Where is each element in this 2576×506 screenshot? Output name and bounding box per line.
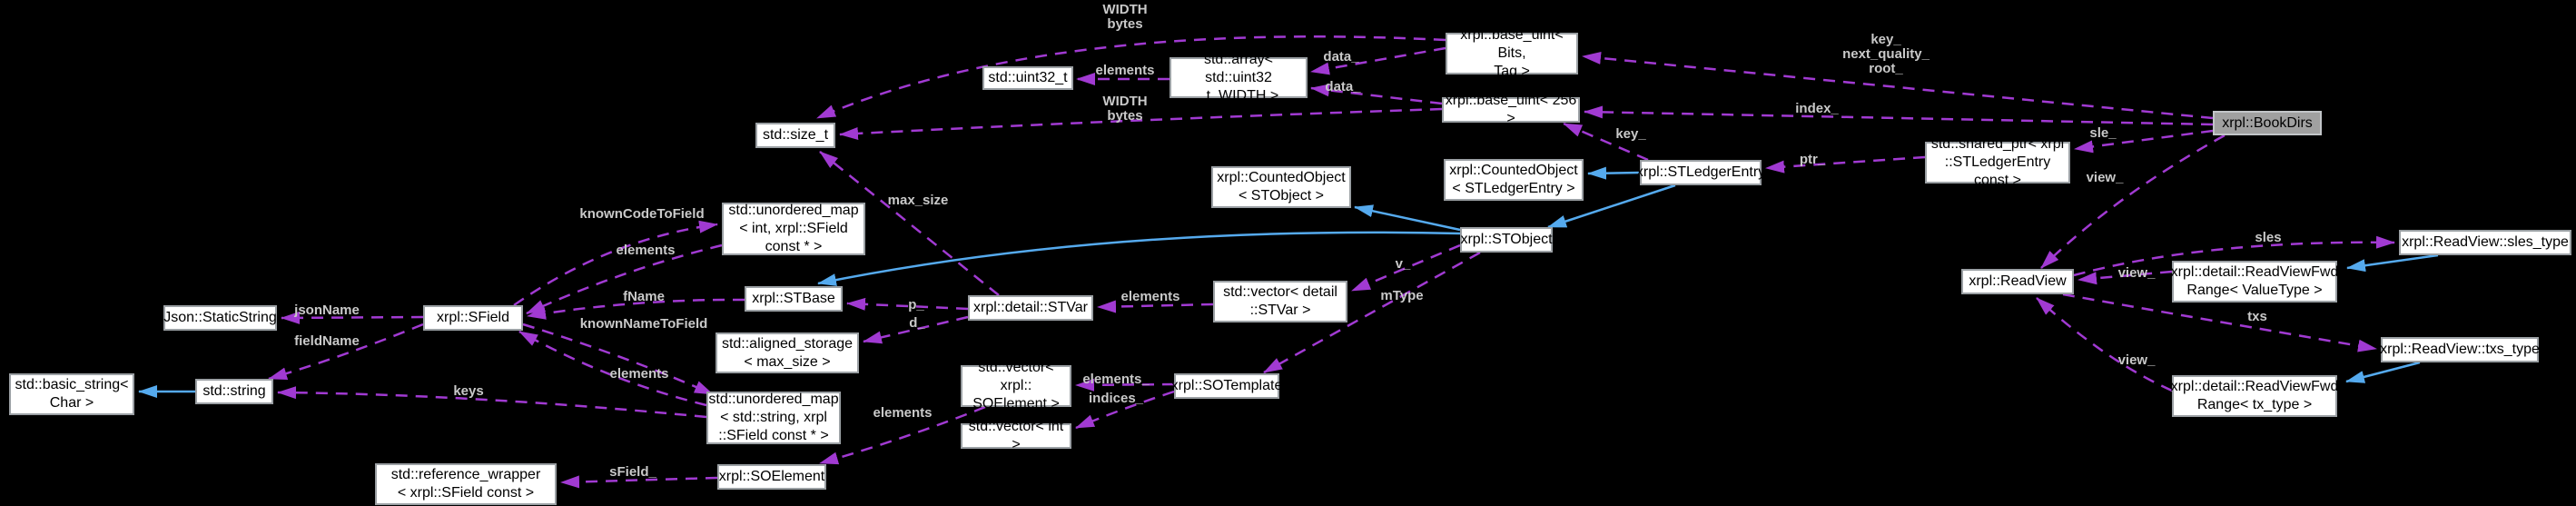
node-xrpl-stbase[interactable]: xrpl::STBase: [745, 286, 843, 312]
edge-xrpl-sfield--std-string: [268, 322, 424, 381]
node-xrpl-stledgerentry[interactable]: xrpl::STLedgerEntry: [1636, 160, 1765, 185]
edge-unordered-map-int--xrpl-sfield: [526, 243, 723, 315]
edge-txs-type--fwdrange-tx-type: [2345, 361, 2421, 383]
edge-xrpl-bookdirs--base-uint-256: [1584, 105, 2214, 126]
node-fwdrange-valuetype[interactable]: xrpl::detail::ReadViewFwd Range< ValueTy…: [2171, 261, 2338, 303]
edge-xrpl-stledgerentry--counted-object-stledgerentry: [1587, 166, 1641, 180]
edge-base-uint-bits-tag--std-array: [1310, 46, 1446, 75]
node-vector-soelement[interactable]: std::vector< xrpl:: SOElement >: [961, 360, 1071, 412]
edge-base-uint-bits-tag--std-size-t: [816, 35, 1446, 120]
edge-xrpl-stledgerentry--base-uint-256: [1563, 122, 1649, 162]
edge-fwdrange-tx-type--xrpl-readview: [2036, 297, 2173, 392]
node-txs-type[interactable]: xrpl::ReadView::txs_type: [2380, 337, 2540, 362]
edge-unordered-map-string--std-string: [277, 386, 707, 419]
node-fwdrange-tx-type[interactable]: xrpl::detail::ReadViewFwd Range< tx_type…: [2171, 375, 2338, 417]
edge-xrpl-sfield--unordered-map-string: [522, 322, 714, 396]
edge-xrpl-stobject--xrpl-sotemplate: [1263, 251, 1481, 374]
edge-xrpl-bookdirs--xrpl-readview: [2040, 134, 2226, 269]
edge-xrpl-readview--txs-type: [2062, 293, 2377, 352]
edge-xrpl-sotemplate--vector-int: [1075, 390, 1175, 430]
node-std-shared-ptr[interactable]: std::shared_ptr< xrpl ::STLedgerEntry co…: [1925, 136, 2070, 188]
node-std-string[interactable]: std::string: [195, 379, 273, 404]
node-std-basic-string[interactable]: std::basic_string< Char >: [9, 373, 134, 415]
node-xrpl-stobject[interactable]: xrpl::STObject: [1460, 227, 1553, 253]
edge-fwdrange-valuetype--xrpl-readview: [2078, 270, 2173, 285]
node-std-uint32-t[interactable]: std::uint32_t: [982, 66, 1073, 90]
edge-vector-detail-stvar--xrpl-detail-stvar: [1097, 300, 1214, 313]
edge-xrpl-bookdirs--base-uint-bits-tag: [1582, 51, 2214, 120]
edge-xrpl-detail-stvar--std-size-t: [819, 151, 1000, 296]
node-xrpl-detail-stvar[interactable]: xrpl::detail::STVar: [968, 295, 1093, 321]
node-std-size-t[interactable]: std::size_t: [755, 123, 835, 148]
node-xrpl-readview[interactable]: xrpl::ReadView: [1961, 269, 2074, 294]
edge-xrpl-stobject--vector-detail-stvar: [1351, 243, 1461, 293]
node-counted-object-stobject[interactable]: xrpl::CountedObject < STObject >: [1211, 166, 1351, 208]
edge-xrpl-soelement--std-reference-wrapper: [560, 475, 718, 489]
edge-base-uint-256--std-size-t: [839, 107, 1443, 140]
edge-xrpl-bookdirs--std-shared-ptr: [2074, 129, 2214, 154]
node-xrpl-sotemplate[interactable]: xrpl::SOTemplate: [1171, 373, 1282, 399]
edge-xrpl-sfield--json-staticstring: [281, 311, 424, 324]
node-base-uint-bits-tag[interactable]: xrpl::base_uint< Bits, Tag >: [1446, 27, 1578, 79]
edge-xrpl-stbase--xrpl-sfield: [527, 298, 745, 320]
edge-xrpl-detail-stvar--std-aligned-storage: [863, 315, 969, 344]
node-unordered-map-int[interactable]: std::unordered_map < int, xrpl::SField c…: [722, 203, 865, 255]
edge-std-shared-ptr--xrpl-stledgerentry: [1765, 155, 1926, 174]
node-xrpl-bookdirs[interactable]: xrpl::BookDirs: [2213, 111, 2322, 135]
edge-xrpl-stobject--xrpl-stbase: [817, 231, 1461, 286]
edge-xrpl-stledgerentry--xrpl-stobject: [1547, 184, 1676, 229]
node-xrpl-sfield[interactable]: xrpl::SField: [423, 305, 523, 331]
edge-xrpl-detail-stvar--xrpl-stbase: [846, 297, 969, 311]
node-std-reference-wrapper[interactable]: std::reference_wrapper < xrpl::SField co…: [375, 463, 557, 505]
node-std-array[interactable]: std::array< std::uint32 _t, WIDTH >: [1170, 52, 1308, 104]
node-vector-detail-stvar[interactable]: std::vector< detail ::STVar >: [1213, 281, 1347, 322]
edge-xrpl-readview--sles-type: [2073, 235, 2395, 277]
node-unordered-map-string[interactable]: std::unordered_map < std::string, xrpl :…: [706, 392, 841, 444]
node-counted-object-stledgerentry[interactable]: xrpl::CountedObject < STLedgerEntry >: [1444, 159, 1584, 201]
edge-xrpl-sfield--unordered-map-int: [513, 220, 718, 307]
edge-unordered-map-string--xrpl-sfield: [518, 330, 707, 407]
edge-base-uint-256--std-array: [1310, 84, 1443, 105]
node-sles-type[interactable]: xrpl::ReadView::sles_type: [2399, 230, 2571, 255]
edge-xrpl-stobject--counted-object-stobject: [1354, 204, 1461, 232]
node-std-aligned-storage[interactable]: std::aligned_storage < max_size >: [716, 332, 859, 373]
edge-sles-type--fwdrange-valuetype: [2346, 253, 2439, 273]
node-json-staticstring[interactable]: Json::StaticString: [163, 305, 277, 331]
node-vector-int[interactable]: std::vector< int >: [961, 419, 1071, 452]
edge-xrpl-sotemplate--vector-soelement: [1075, 378, 1175, 392]
edge-vector-soelement--xrpl-soelement: [819, 405, 986, 465]
node-base-uint-256[interactable]: xrpl::base_uint< 256 >: [1442, 93, 1580, 126]
node-xrpl-soelement[interactable]: xrpl::SOElement: [717, 464, 826, 490]
